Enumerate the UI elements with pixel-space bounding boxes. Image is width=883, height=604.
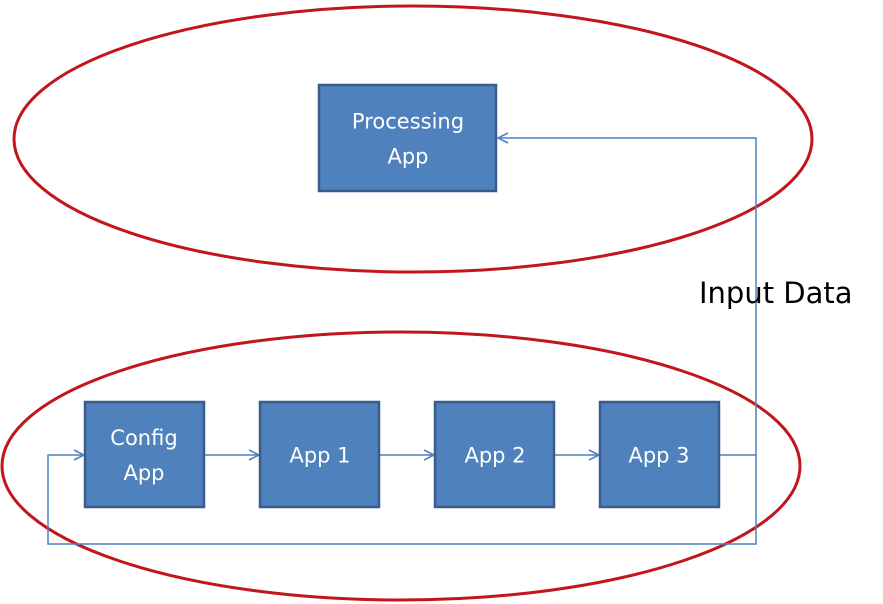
app3-label-line: App 3 [628,444,689,468]
app2-label-line: App 2 [464,444,525,468]
apps-group-ellipse [0,330,802,602]
connectors [47,138,757,545]
config-label-line: App [123,461,164,485]
app1-label-line: App 1 [289,444,350,468]
input-data-label: Input Data [699,276,853,310]
app2-label: App 2 [464,444,525,468]
app1-label: App 1 [289,444,350,468]
app3-label: App 3 [628,444,689,468]
app2-node: App 2 [433,400,556,509]
connector-app3-to-processing [498,138,757,456]
processing-label-line: Processing [352,110,464,134]
config-label-line: Config [110,426,177,450]
app3-node: App 3 [598,400,721,509]
app1-node: App 1 [258,400,381,509]
connector-app3-to-config [47,455,757,545]
processing-group-ellipse [12,4,814,274]
processing-label-line: App [387,145,428,169]
